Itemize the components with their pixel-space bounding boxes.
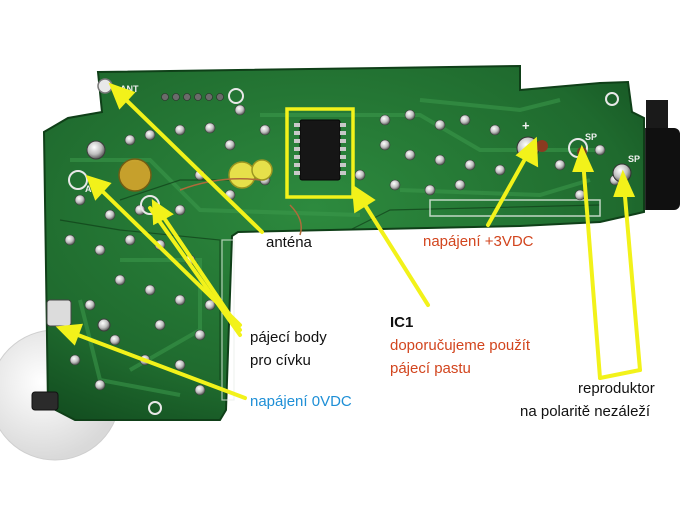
label-antenna: anténa bbox=[266, 234, 312, 251]
label-ic1-line1: doporučujeme použít bbox=[390, 337, 531, 354]
label-ic1-title: IC1 bbox=[390, 314, 414, 331]
audio-jack bbox=[636, 128, 680, 210]
zero-volt-pad bbox=[46, 299, 72, 327]
arrow-antenna bbox=[118, 92, 264, 234]
label-speaker-line1: reproduktor bbox=[578, 380, 655, 397]
label-coil-line2: pro cívku bbox=[250, 352, 311, 369]
arrow-ic1 bbox=[358, 195, 430, 307]
pin-header bbox=[161, 93, 224, 101]
arrow-power-zero bbox=[68, 330, 247, 400]
arrow-speaker-2 bbox=[622, 183, 642, 372]
silk-plus: + bbox=[522, 118, 530, 133]
label-coil-line1: pájecí body bbox=[250, 329, 327, 346]
silk-sp1: SP bbox=[585, 132, 597, 142]
arrow-coil-2 bbox=[158, 210, 242, 332]
ic1-highlight-box bbox=[285, 107, 355, 199]
label-power-plus: napájení +3VDC bbox=[423, 233, 534, 250]
silk-sp2: SP bbox=[628, 154, 640, 164]
ic1-chip bbox=[299, 119, 341, 181]
arrow-coil-3 bbox=[148, 206, 242, 337]
label-ic1-line2: pájecí pastu bbox=[390, 360, 471, 377]
arrow-power-plus bbox=[486, 148, 532, 227]
label-speaker-line2: na polaritě nezáleží bbox=[520, 403, 651, 420]
label-power-zero: napájení 0VDC bbox=[250, 393, 352, 410]
silk-ant: ANT bbox=[120, 84, 139, 94]
arrow-speaker-1 bbox=[581, 158, 602, 380]
